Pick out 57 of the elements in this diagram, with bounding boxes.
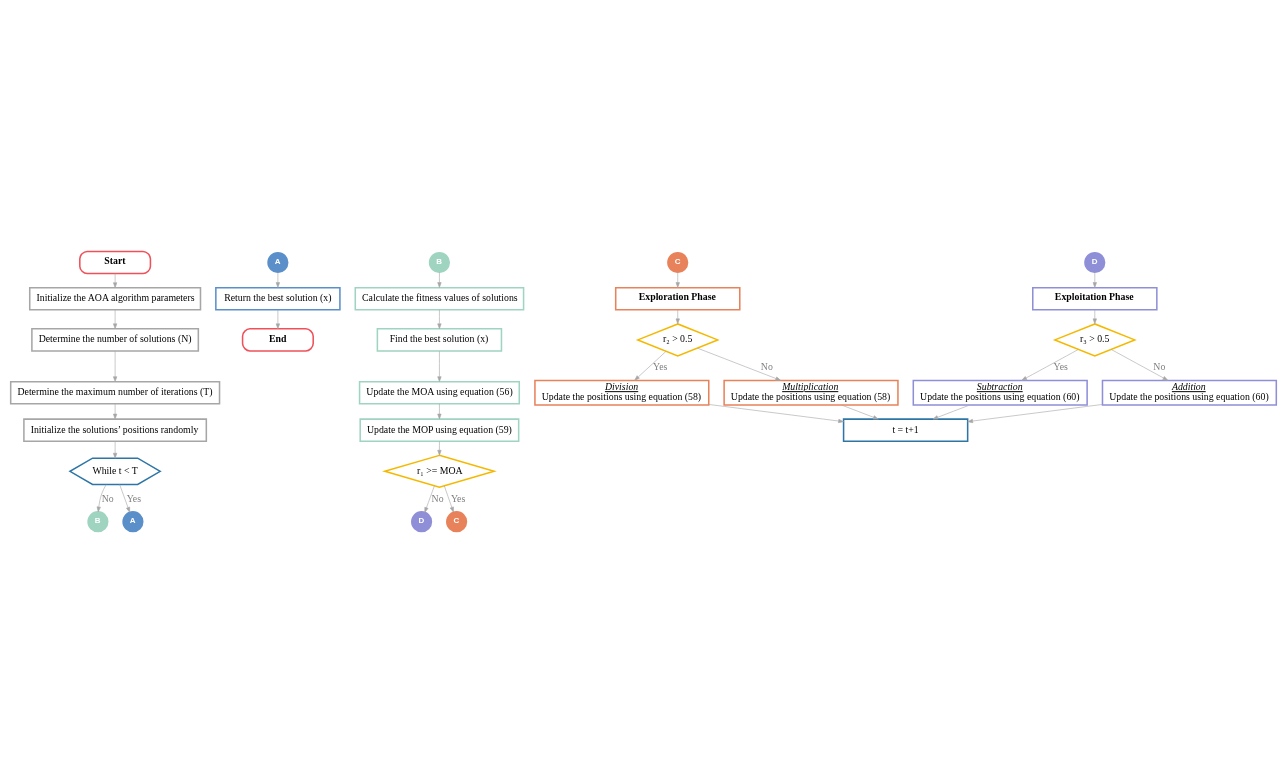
node-box: Multiplication Update the positions using equation (58) bbox=[723, 379, 899, 406]
arrow bbox=[1110, 349, 1169, 381]
arrow bbox=[113, 441, 118, 459]
node-box: End bbox=[241, 328, 314, 352]
node-box: Initialize the AOA algorithm parameters bbox=[28, 286, 202, 311]
node-box: Return the best solution (x) bbox=[215, 286, 341, 311]
node-diamond: r₁ >= MOA bbox=[382, 454, 497, 489]
arrow bbox=[437, 403, 442, 420]
arrow bbox=[113, 309, 118, 330]
node-box: Exploration Phase bbox=[614, 286, 741, 311]
node-box: Find the best solution (x) bbox=[376, 328, 503, 352]
arrow bbox=[1092, 309, 1097, 325]
edge-label: No bbox=[1153, 361, 1166, 373]
arrow bbox=[437, 309, 442, 330]
node-box: Division Update the positions using equation (58) bbox=[534, 379, 710, 406]
node-box: Addition Update the positions using equation (60) bbox=[1101, 379, 1278, 406]
node-box: t = t+1 bbox=[842, 418, 969, 442]
arrow bbox=[1021, 349, 1079, 381]
node-diamond: r₂ > 0.5 bbox=[635, 323, 720, 357]
arrow bbox=[113, 273, 118, 288]
edge-label: Yes bbox=[126, 492, 141, 504]
arrow bbox=[967, 404, 1103, 424]
arrow bbox=[275, 309, 280, 330]
edge-label: No bbox=[431, 492, 444, 504]
arrow bbox=[96, 484, 107, 513]
arrow bbox=[634, 351, 667, 381]
arrow bbox=[113, 350, 118, 382]
node-diamond: r₃ > 0.5 bbox=[1052, 323, 1137, 357]
arrow bbox=[697, 347, 781, 381]
arrow bbox=[675, 272, 680, 288]
arrow bbox=[708, 404, 844, 424]
arrow bbox=[437, 272, 442, 288]
edge-label: Yes bbox=[1053, 361, 1068, 373]
node-box: Initialize the solutions’ positions randomly bbox=[23, 418, 208, 442]
arrow bbox=[675, 309, 680, 325]
edge-label: No bbox=[101, 492, 114, 504]
edge-label: Yes bbox=[653, 361, 668, 373]
arrow bbox=[437, 350, 442, 382]
arrow bbox=[113, 403, 118, 420]
edge-label: Yes bbox=[451, 492, 466, 504]
node-box: Update the MOA using equation (56) bbox=[358, 380, 521, 405]
node-box: Determine the maximum number of iterations (T) bbox=[9, 380, 221, 405]
arrow bbox=[424, 485, 435, 513]
node-box: Start bbox=[79, 250, 152, 275]
arrow bbox=[437, 441, 442, 456]
node-box: Subtraction Update the positions using equation (60) bbox=[912, 379, 1088, 406]
arrow bbox=[119, 484, 130, 513]
arrow bbox=[1092, 272, 1097, 288]
arrow bbox=[444, 485, 454, 513]
node-box: Exploitation Phase bbox=[1032, 286, 1158, 311]
arrow bbox=[275, 272, 280, 288]
node-box: Update the MOP using equation (59) bbox=[359, 418, 520, 442]
arrow bbox=[932, 404, 970, 420]
arrow bbox=[841, 404, 879, 420]
node-box: Determine the number of solutions (N) bbox=[31, 328, 200, 352]
node-box: Calculate the fitness values of solutions bbox=[354, 286, 525, 311]
edge-label: No bbox=[760, 361, 773, 373]
